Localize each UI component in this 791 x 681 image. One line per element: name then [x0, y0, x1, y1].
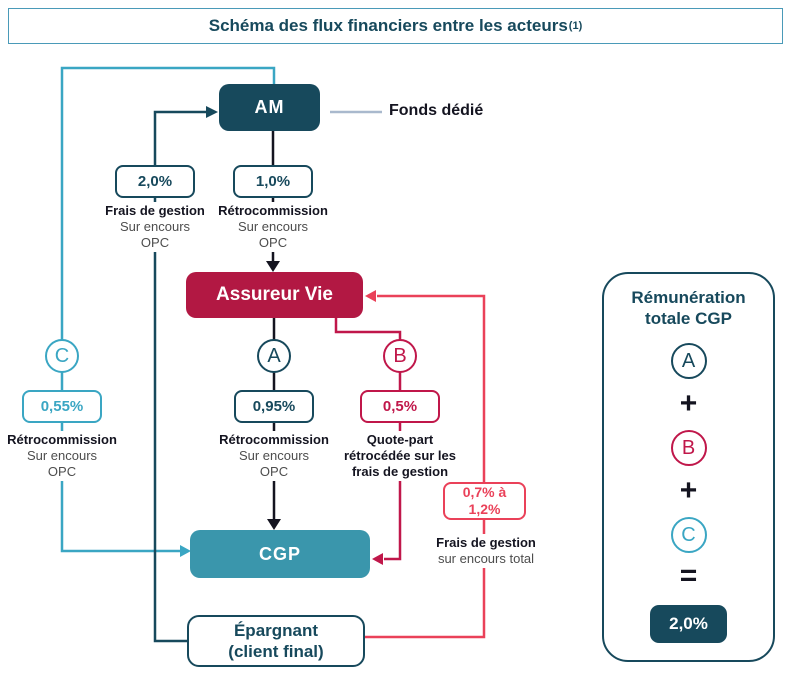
panel-badge-b: B — [670, 430, 707, 466]
fonds-dedie-label: Fonds dédié — [389, 102, 484, 119]
label-retrocommission-am: Rétrocommission Sur encours OPC — [215, 202, 331, 252]
flow-badge-b: B — [383, 339, 417, 373]
label-frais-gestion-total: Frais de gestion sur encours total — [433, 534, 539, 568]
flow-line-am-to-cgp-c — [60, 66, 276, 557]
epargnant-line1: Épargnant — [233, 621, 319, 640]
label-quote-part-b: Quote-part rétrocédée sur les frais de g… — [340, 431, 460, 481]
rate-total-line2: 1,2% — [468, 501, 501, 517]
flow-line-assureur-to-cgp-b — [334, 318, 402, 565]
flow-line-epargnant-to-am — [153, 106, 218, 643]
panel-title: Rémunération totale CGP — [631, 288, 746, 328]
plus-operator: + — [679, 387, 698, 420]
label-frais-gestion-opc: Frais de gestion Sur encours OPC — [102, 202, 208, 252]
node-epargnant: Épargnant (client final) — [187, 615, 365, 667]
flow-line-epargnant-to-assureur — [365, 290, 486, 639]
rate-pill-retrocommission-a: 0,95% — [234, 390, 314, 423]
panel-badge-c: C — [670, 517, 707, 553]
rate-pill-retrocommission-c: 0,55% — [22, 390, 102, 423]
page-title: Schéma des flux financiers entre les act… — [208, 16, 568, 35]
rate-pill-frais-gestion-opc: 2,0% — [115, 165, 195, 198]
label-retrocommission-c: Rétrocommission Sur encours OPC — [4, 431, 120, 481]
remuneration-panel: Rémunération totale CGP A + B + C = 2,0% — [602, 272, 775, 662]
epargnant-line2: (client final) — [228, 642, 324, 661]
node-am: AM — [219, 84, 320, 131]
flow-badge-a: A — [257, 339, 291, 373]
rate-pill-quote-part-b: 0,5% — [360, 390, 440, 423]
title-footnote-marker: (1) — [568, 20, 583, 32]
rate-pill-retrocommission-am: 1,0% — [233, 165, 313, 198]
label-retrocommission-a: Rétrocommission Sur encours OPC — [216, 431, 332, 481]
rate-pill-frais-gestion-total: 0,7% à 1,2% — [443, 482, 526, 520]
node-assureur-vie: Assureur Vie — [186, 272, 363, 318]
flow-badge-c: C — [45, 339, 79, 373]
node-cgp: CGP — [190, 530, 370, 578]
rate-total-line1: 0,7% à — [462, 484, 507, 500]
title-banner: Schéma des flux financiers entre les act… — [8, 8, 783, 44]
panel-badge-a: A — [670, 343, 707, 379]
plus-operator: + — [679, 474, 698, 507]
total-remuneration-badge: 2,0% — [650, 605, 727, 643]
equals-operator: = — [679, 559, 698, 592]
